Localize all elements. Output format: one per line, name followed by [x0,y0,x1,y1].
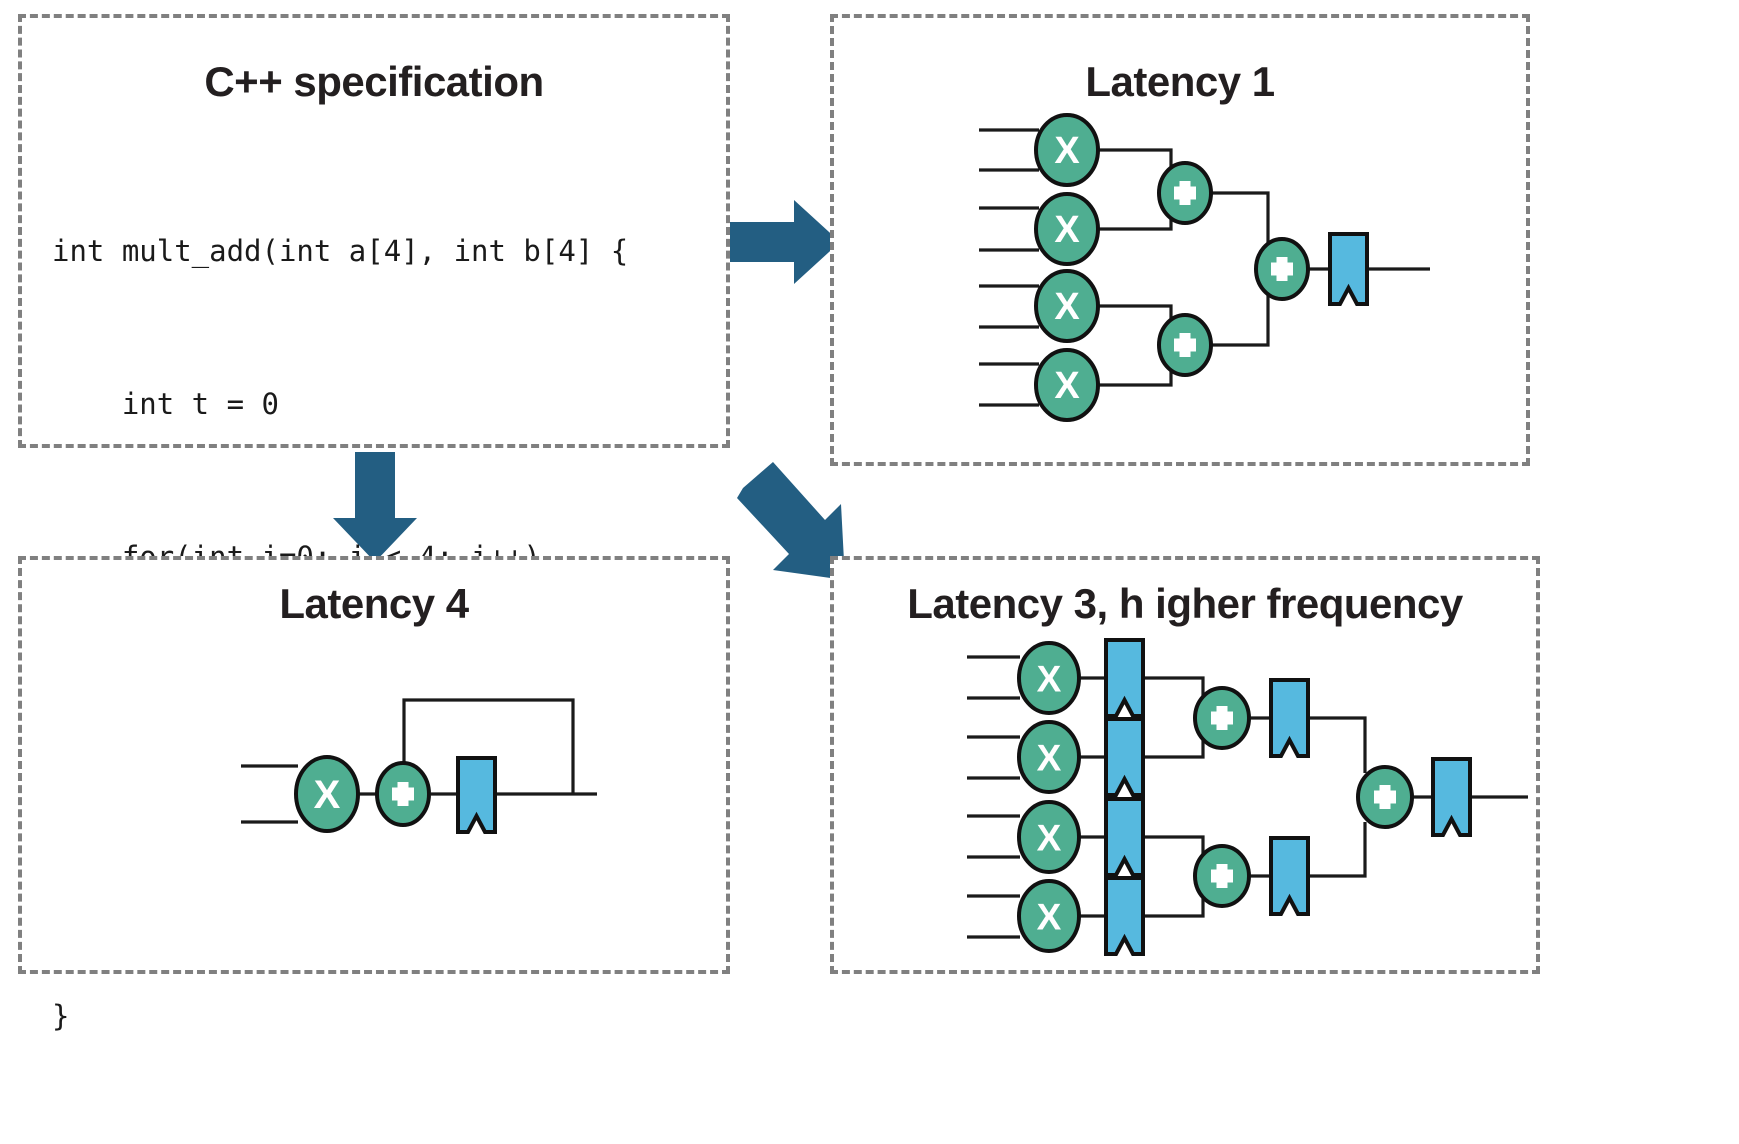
panel-title-cpp-specification: C++ specification [204,58,544,105]
panel-title-latency-1: Latency 1 [1085,58,1275,105]
svg-text:X: X [1037,659,1062,700]
panel-latency-1: Latency 1 [830,14,1530,466]
register-group-latency-1 [1328,232,1369,306]
code-line-1: int mult_add(int a[4], int b[4] { [52,234,629,268]
multiplier-group-latency-3: XX XX [1017,641,1081,953]
register-latency-4 [456,756,497,834]
circuit-latency-4: X [241,698,597,834]
panel-title-latency-4: Latency 4 [279,580,469,627]
multiplier-symbol: X [314,773,341,817]
multiplier-latency-4 [294,755,360,833]
adder-group-latency-1 [1157,161,1310,377]
panel-cpp-specification: C++ specification int mult_add(int a[4],… [18,14,730,1033]
code-line-2: int t = 0 [52,387,279,421]
panel-latency-3-higher-frequency: Latency 3, h igher frequency [830,556,1540,974]
register-final-latency-3 [1431,757,1472,837]
figure-canvas: C++ specification int mult_add(int a[4],… [18,14,1540,1033]
arrow-spec-to-latency1 [728,200,840,284]
circuit-latency-3: XX XX [967,638,1528,956]
multiplier-group-latency-1: XX XX [1034,113,1100,422]
code-line-6: } [52,999,70,1033]
svg-text:X: X [1054,130,1080,172]
svg-text:X: X [1037,818,1062,859]
svg-text:X: X [1037,897,1062,938]
adder-plus-glyph [392,782,414,806]
svg-text:X: X [1037,738,1062,779]
arrow-spec-to-latency3 [737,462,845,580]
arrow-spec-to-latency4 [333,452,417,562]
register-group-stage-1-latency-3 [1104,638,1145,956]
circuit-latency-1: XX XX [979,113,1430,422]
register-group-stage-2-latency-3 [1269,678,1310,916]
svg-text:X: X [1054,365,1080,407]
panel-latency-4: Latency 4 X [18,556,730,974]
adder-final-latency-3 [1356,765,1414,829]
svg-text:X: X [1054,209,1080,251]
panel-title-latency-3: Latency 3, h igher frequency [907,580,1463,627]
adder-group-level-1-latency-3 [1193,686,1251,908]
svg-text:X: X [1054,286,1080,328]
